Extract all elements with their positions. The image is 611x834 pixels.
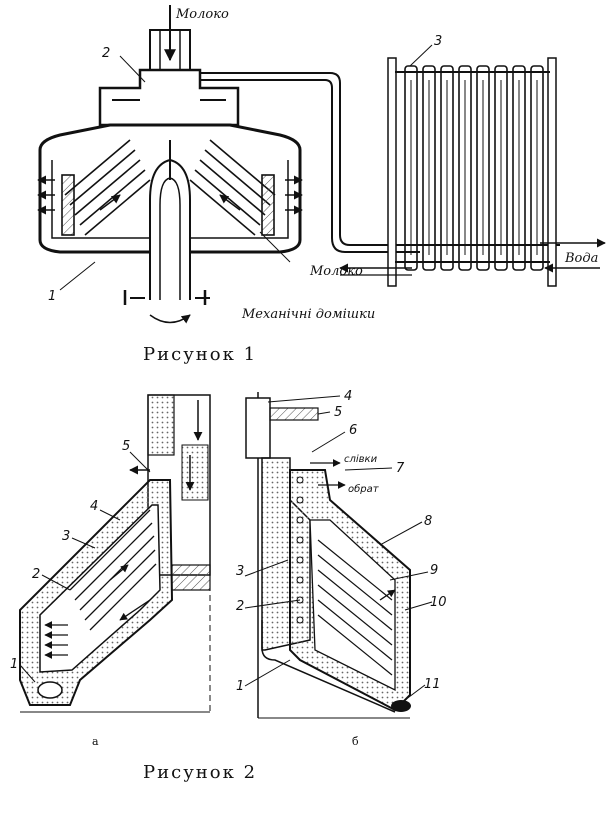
plate-cooler: [339, 57, 606, 287]
figure-1-separator: [37, 5, 560, 324]
figure-2-caption: Рисунок 2: [143, 762, 257, 783]
fig2b-label-2: 2: [236, 599, 244, 614]
fig2b-label-3: 3: [236, 564, 244, 579]
label-milk-inlet: Молоко: [175, 7, 229, 22]
figure-1-caption: Рисунок 1: [143, 344, 257, 365]
milk-outlet-pipe: [200, 72, 560, 246]
label-milk-outlet: Молоко: [309, 264, 363, 279]
fig2a-label-2: 2: [32, 567, 40, 582]
cooler-plate: [476, 65, 490, 271]
fig2b-label-11: 11: [424, 677, 441, 692]
fig2a-label-5: 5: [122, 439, 130, 454]
fig2a-label-1: 1: [10, 657, 18, 672]
fig2-part-b-label: б: [352, 735, 359, 748]
figure-2b-bowl-section: [245, 392, 411, 719]
fig2b-label-5: 5: [334, 405, 342, 420]
fig2a-label-3: 3: [62, 529, 70, 544]
fig2b-label-7: 7: [396, 461, 405, 476]
label-water: Вода: [564, 251, 598, 266]
cooler-plate: [494, 65, 508, 271]
fig2b-label-cream: слівки: [344, 453, 378, 465]
fig2a-label-4: 4: [90, 499, 98, 514]
cooler-plate: [512, 65, 526, 271]
label-impurities: Механічні домішки: [241, 307, 375, 322]
fig2-part-a-label: а: [92, 735, 99, 748]
cooler-plate: [458, 65, 472, 271]
disc-stack-right: [189, 139, 276, 236]
fig2b-label-skim: обрат: [348, 483, 380, 495]
fig2b-label-6: 6: [349, 423, 357, 438]
cooler-plate: [422, 65, 436, 271]
cooler-plate: [530, 65, 544, 271]
cooler-plate: [440, 65, 454, 271]
fig2b-label-4: 4: [344, 389, 352, 404]
fig2b-label-8: 8: [424, 514, 432, 529]
figure-2a-bowl-section: [19, 394, 211, 715]
fig2b-label-10: 10: [430, 595, 447, 610]
fig2b-label-1: 1: [236, 679, 244, 694]
label-number-2: 2: [102, 46, 110, 61]
label-number-1: 1: [48, 289, 56, 304]
label-number-3: 3: [434, 34, 442, 49]
cooler-plate: [404, 65, 418, 271]
fig2b-label-9: 9: [430, 563, 438, 578]
